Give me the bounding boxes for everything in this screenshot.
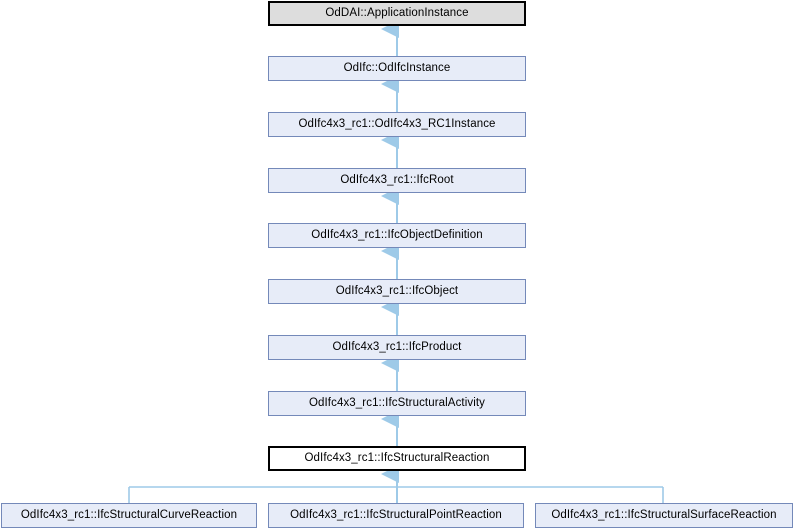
class-node-ifcstructuralactivity[interactable]: OdIfc4x3_rc1::IfcStructuralActivity <box>268 391 526 416</box>
class-node-odifc-odifcinstance[interactable]: OdIfc::OdIfcInstance <box>268 56 526 81</box>
class-node-ifcstructuralreaction[interactable]: OdIfc4x3_rc1::IfcStructuralReaction <box>268 446 526 471</box>
class-node-label: OdIfc4x3_rc1::OdIfc4x3_RC1Instance <box>298 117 496 130</box>
class-node-label: OdIfc4x3_rc1::IfcStructuralCurveReaction <box>20 508 238 521</box>
class-node-ifcobjectdefinition[interactable]: OdIfc4x3_rc1::IfcObjectDefinition <box>268 223 526 248</box>
class-node-label: OdIfc4x3_rc1::IfcObject <box>335 284 459 297</box>
class-node-label: OdIfc4x3_rc1::IfcStructuralActivity <box>308 396 486 409</box>
class-node-ifcroot[interactable]: OdIfc4x3_rc1::IfcRoot <box>268 168 526 193</box>
class-node-ifcstructuralcurvereaction[interactable]: OdIfc4x3_rc1::IfcStructuralCurveReaction <box>1 503 257 528</box>
class-node-label: OdDAI::ApplicationInstance <box>325 6 469 19</box>
class-node-label: OdIfc4x3_rc1::IfcProduct <box>332 340 462 353</box>
class-node-label: OdIfc4x3_rc1::IfcStructuralReaction <box>304 451 490 464</box>
class-node-label: OdIfc4x3_rc1::IfcStructuralSurfaceReacti… <box>551 508 777 521</box>
class-node-ifcobject[interactable]: OdIfc4x3_rc1::IfcObject <box>268 279 526 304</box>
class-node-oddai-applicationinstance[interactable]: OdDAI::ApplicationInstance <box>268 1 526 26</box>
class-node-ifcproduct[interactable]: OdIfc4x3_rc1::IfcProduct <box>268 335 526 360</box>
class-node-ifcstructuralpointreaction[interactable]: OdIfc4x3_rc1::IfcStructuralPointReaction <box>268 503 524 528</box>
class-node-label: OdIfc4x3_rc1::IfcRoot <box>340 173 454 186</box>
class-node-label: OdIfc4x3_rc1::IfcStructuralPointReaction <box>290 508 502 521</box>
class-node-label: OdIfc4x3_rc1::IfcObjectDefinition <box>311 228 483 241</box>
class-node-ifcstructuralsurfacereaction[interactable]: OdIfc4x3_rc1::IfcStructuralSurfaceReacti… <box>535 503 793 528</box>
class-node-label: OdIfc::OdIfcInstance <box>343 61 451 74</box>
class-node-odifc4x3-rc1instance[interactable]: OdIfc4x3_rc1::OdIfc4x3_RC1Instance <box>268 112 526 137</box>
